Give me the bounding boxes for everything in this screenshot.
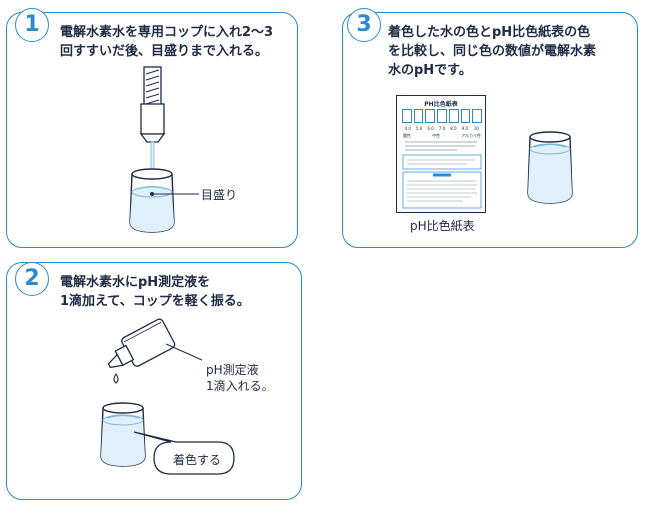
- step-1-number-badge: 1: [15, 8, 49, 42]
- ph-acid-label: 酸性: [403, 133, 411, 138]
- ph-color-chart: PH比色紙表 4.0 5.0 6.0 7.0 8.0 9.0 10 酸性 中性 …: [396, 95, 486, 213]
- step-3-panel: [342, 12, 638, 248]
- step-2-illustration: [100, 318, 235, 475]
- step-3-line-2: を比較し、同じ色の数値が電解水素: [388, 44, 597, 59]
- step-3-line-3: 水のpHです。: [388, 63, 472, 78]
- ph-value-label: 10: [473, 126, 479, 131]
- reagent-label: pH測定液 1滴入れる。: [206, 362, 274, 394]
- step-3-number-badge: 3: [347, 8, 381, 42]
- step-1-line-2: 回すすいだ後、目盛りまで入れる。: [60, 44, 269, 59]
- reagent-label-line-2: 1滴入れる。: [206, 379, 274, 393]
- step-2-number-badge: 2: [15, 262, 49, 296]
- ph-scale-words: 酸性 中性 アルカリ性: [403, 133, 481, 139]
- ph-alkaline-label: アルカリ性: [461, 133, 481, 138]
- color-change-bubble: [133, 431, 235, 475]
- ph-chart-caption: pH比色紙表: [410, 219, 475, 233]
- ph-chart-fine-print: [402, 141, 482, 209]
- step-2-cup: [100, 402, 146, 467]
- ph-value-label: 5.0: [415, 126, 423, 131]
- ph-chart-title: PH比色紙表: [424, 101, 458, 108]
- step-3-line-1: 着色した水の色とpH比色紙表の色: [388, 25, 591, 40]
- step-2-line-2: 1滴加えて、コップを軽く振る。: [60, 294, 250, 309]
- color-change-label: 着色する: [173, 453, 222, 467]
- ph-reagent-bottle: [107, 318, 176, 369]
- ph-value-label: 4.0: [404, 126, 411, 131]
- step-1-instruction: 電解水素水を専用コップに入れ2～3 回すすいだ後、目盛りまで入れる。: [60, 23, 273, 61]
- ph-value-label: 9.0: [461, 126, 468, 131]
- ph-swatch: [425, 109, 436, 123]
- ph-swatch: [472, 109, 483, 123]
- dispenser-tube: [139, 66, 166, 143]
- ph-swatch: [413, 109, 424, 123]
- ph-swatch: [460, 109, 471, 123]
- ph-swatch: [402, 109, 412, 123]
- reagent-leader-line: [165, 343, 203, 361]
- ph-neutral-label: 中性: [432, 133, 441, 138]
- ph-value-label: 8.0: [450, 126, 457, 131]
- reagent-drop: [113, 373, 119, 384]
- step-2-line-1: 電解水素水にpH測定液を: [60, 275, 211, 290]
- ph-value-label: 6.0: [427, 126, 434, 131]
- step-1-line-1: 電解水素水を専用コップに入れ2～3: [60, 25, 274, 40]
- scale-mark-label: 目盛り: [201, 188, 238, 202]
- ph-chart-swatch-row: [402, 109, 483, 123]
- ph-swatch: [448, 109, 459, 123]
- step-3-instruction: 着色した水の色とpH比色紙表の色 を比較し、同じ色の数値が電解水素 水のpHです…: [388, 23, 596, 80]
- measuring-cup: [129, 168, 175, 233]
- ph-value-label: 7.0: [438, 126, 446, 131]
- ph-swatch: [437, 109, 447, 123]
- step-2-instruction: 電解水素水にpH測定液を 1滴加えて、コップを軽く振る。: [60, 273, 250, 311]
- reagent-label-line-1: pH測定液: [206, 363, 259, 377]
- ph-scale-values: 4.0 5.0 6.0 7.0 8.0 9.0 10: [402, 126, 482, 131]
- step-1-illustration: [129, 66, 199, 233]
- step-3-colored-cup: [527, 131, 573, 204]
